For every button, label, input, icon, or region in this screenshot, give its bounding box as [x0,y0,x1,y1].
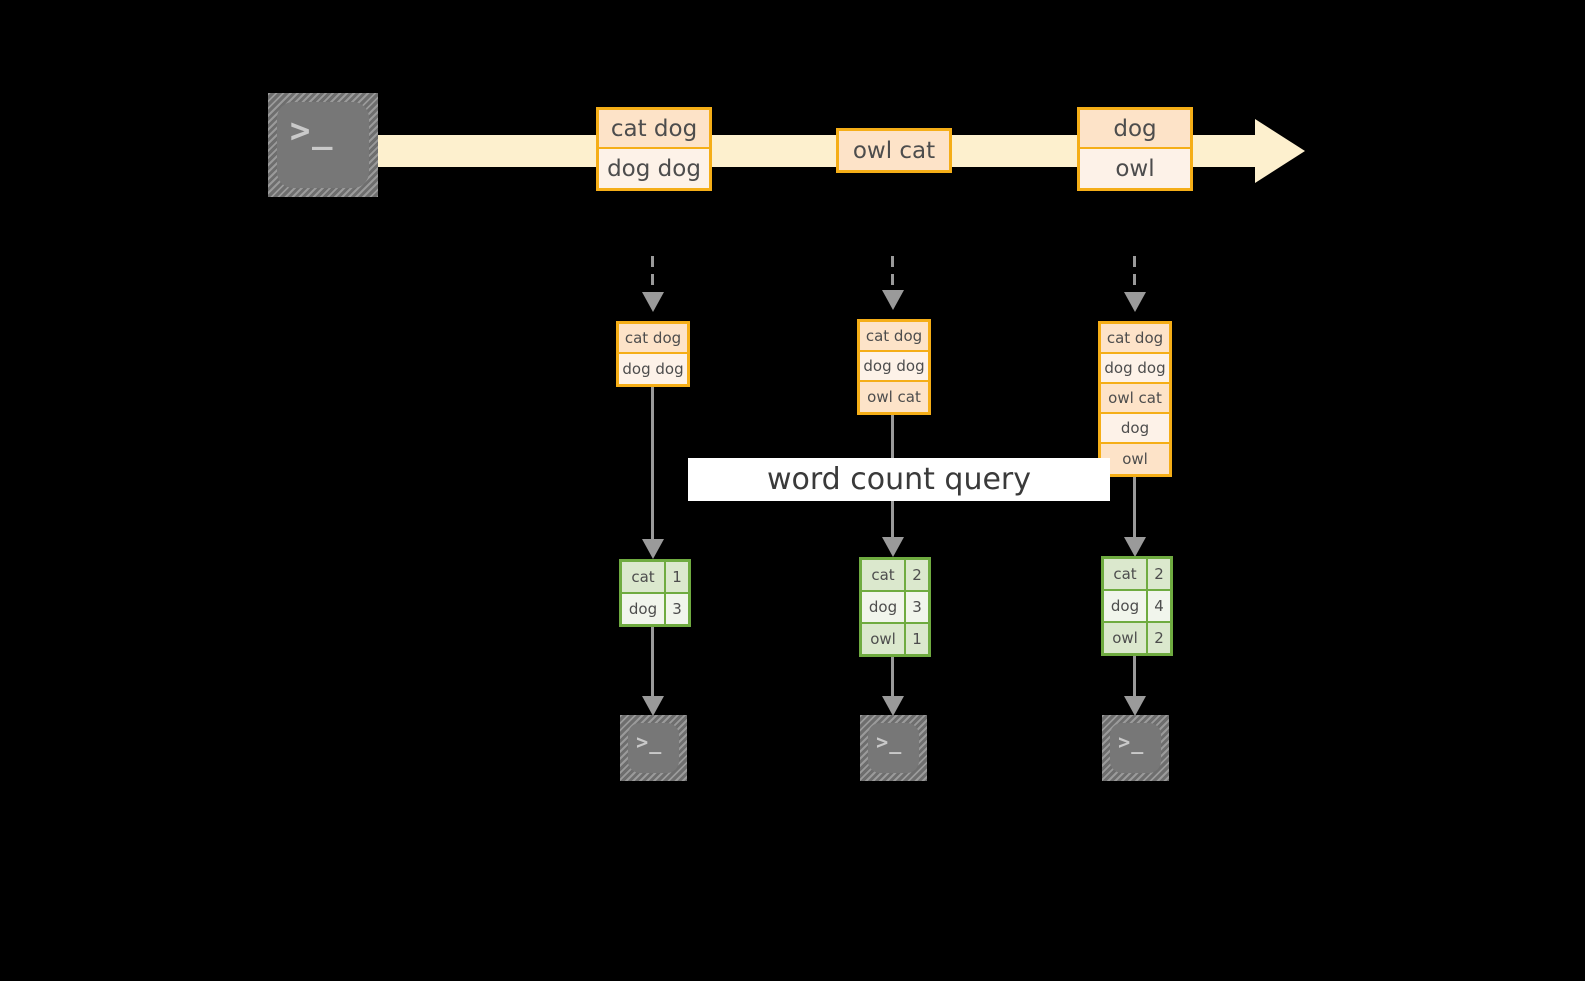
result-word: cat [622,562,666,592]
table-row: owl 2 [1104,623,1170,653]
snapshot-record: owl cat [860,382,928,412]
result-word: cat [1104,559,1148,589]
result-count: 1 [906,624,928,654]
snapshot-record: dog [1101,414,1169,444]
snapshot-record: cat dog [619,324,687,354]
sink-terminal-icon-3[interactable]: >_ [1102,715,1169,781]
snapshot-record: owl cat [1101,384,1169,414]
result-count: 2 [1148,623,1170,653]
source-terminal-icon[interactable]: >_ [268,93,378,197]
snapshot-2-input-records[interactable]: cat dog dog dog owl cat [857,319,931,415]
result-count: 4 [1148,591,1170,621]
stream-group-1[interactable]: cat dog dog dog [596,107,712,191]
terminal-screen: >_ [868,723,919,773]
snapshot-record: dog dog [1101,354,1169,384]
table-row: dog 4 [1104,591,1170,623]
query-label: word count query [688,458,1110,501]
result-count: 1 [666,562,688,592]
result-word: dog [1104,591,1148,621]
stream-record: owl cat [839,131,949,170]
terminal-prompt-glyph: >_ [636,730,663,754]
stream-record: dog [1080,110,1190,149]
stream-group-3[interactable]: dog owl [1077,107,1193,191]
result-count: 3 [666,594,688,624]
terminal-screen: >_ [628,723,679,773]
terminal-prompt-glyph: >_ [289,111,335,152]
snapshot-record: dog dog [619,354,687,384]
snapshot-1-input-records[interactable]: cat dog dog dog [616,321,690,387]
result-table-1[interactable]: cat 1 dog 3 [619,559,691,627]
result-word: owl [862,624,906,654]
table-row: owl 1 [862,624,928,654]
snapshot-record: cat dog [1101,324,1169,354]
snapshot-record: owl [1101,444,1169,474]
result-count: 2 [1148,559,1170,589]
stream-group-2[interactable]: owl cat [836,128,952,173]
result-word: dog [622,594,666,624]
table-row: dog 3 [862,592,928,624]
table-row: cat 2 [1104,559,1170,591]
snapshot-record: cat dog [860,322,928,352]
sink-terminal-icon-1[interactable]: >_ [620,715,687,781]
result-word: dog [862,592,906,622]
stream-record: dog dog [599,149,709,188]
stream-arrow-head [1255,119,1305,183]
terminal-prompt-glyph: >_ [1118,730,1145,754]
result-table-3[interactable]: cat 2 dog 4 owl 2 [1101,556,1173,656]
snapshot-3-input-records[interactable]: cat dog dog dog owl cat dog owl [1098,321,1172,477]
sink-terminal-icon-2[interactable]: >_ [860,715,927,781]
stream-record: cat dog [599,110,709,149]
query-label-text: word count query [766,462,1032,497]
table-row: dog 3 [622,594,688,624]
table-row: cat 2 [862,560,928,592]
terminal-screen: >_ [1110,723,1161,773]
snapshot-record: dog dog [860,352,928,382]
result-table-2[interactable]: cat 2 dog 3 owl 1 [859,557,931,657]
result-count: 3 [906,592,928,622]
terminal-screen: >_ [277,102,369,188]
result-word: owl [1104,623,1148,653]
result-word: cat [862,560,906,590]
stream-record: owl [1080,149,1190,188]
result-count: 2 [906,560,928,590]
table-row: cat 1 [622,562,688,594]
terminal-prompt-glyph: >_ [876,730,903,754]
